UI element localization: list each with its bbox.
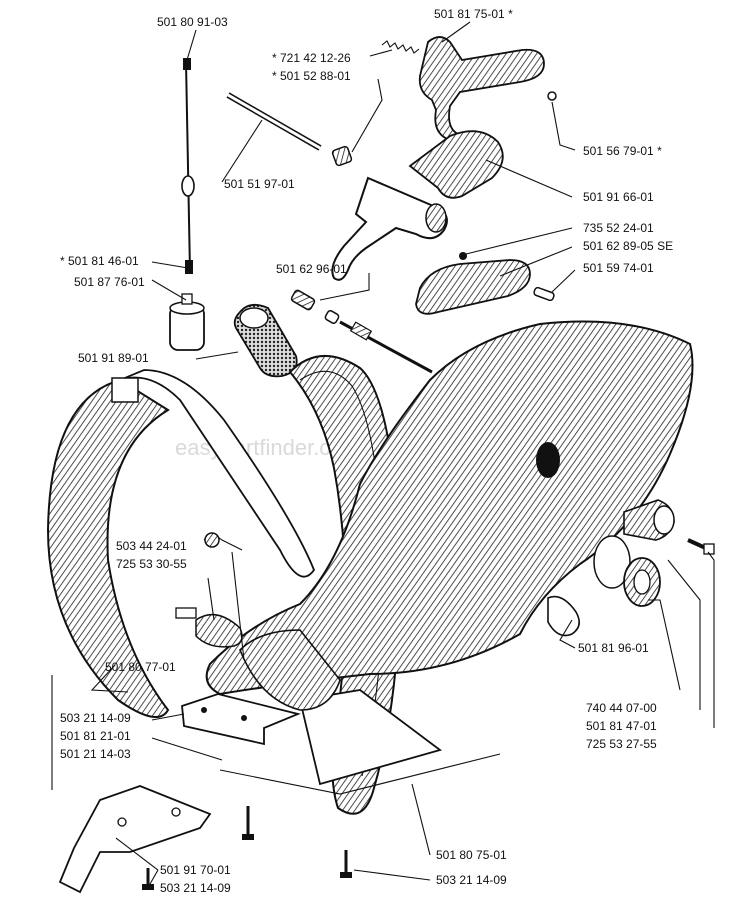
stop-rod-part bbox=[290, 289, 433, 374]
label-501-81-21-01: 501 81 21-01 bbox=[60, 729, 131, 743]
screw-mid-part bbox=[242, 806, 254, 840]
label-725-53-30-55: 725 53 30-55 bbox=[116, 557, 187, 571]
mount-bracket-part bbox=[181, 693, 301, 746]
part-number-labels: 501 80 91-03 501 81 75-01 * * 721 42 12-… bbox=[60, 7, 673, 895]
label-501-52-88-01: * 501 52 88-01 bbox=[272, 69, 351, 83]
label-501-62-96-01: 501 62 96-01 bbox=[276, 262, 347, 276]
bolt-left-part bbox=[175, 532, 243, 648]
bottom-plate-part bbox=[58, 785, 212, 894]
spring-part bbox=[381, 40, 420, 54]
filter-small-part bbox=[169, 293, 205, 351]
screw-bottom-right-part bbox=[340, 850, 352, 878]
bushing-part bbox=[233, 303, 298, 378]
label-503-21-14-09-c: 503 21 14-09 bbox=[436, 873, 507, 887]
throttle-cable-part bbox=[181, 58, 195, 274]
throttle-trigger-part bbox=[331, 130, 504, 281]
rear-handle-housing-part bbox=[205, 320, 694, 711]
label-501-81-46-01: * 501 81 46-01 bbox=[60, 254, 139, 268]
screw-small-part bbox=[459, 252, 467, 260]
pin-part bbox=[331, 145, 353, 167]
label-501-80-77-01: 501 80 77-01 bbox=[105, 660, 176, 674]
label-501-21-14-03: 501 21 14-03 bbox=[60, 747, 131, 761]
label-501-59-74-01: 501 59 74-01 bbox=[583, 261, 654, 275]
label-501-56-79-01: 501 56 79-01 * bbox=[583, 144, 662, 158]
label-503-21-14-09-a: 503 21 14-09 bbox=[60, 711, 131, 725]
label-721-42-12-26: * 721 42 12-26 bbox=[272, 51, 351, 65]
damper-ring-part bbox=[593, 535, 661, 607]
label-501-81-47-01: 501 81 47-01 bbox=[586, 719, 657, 733]
label-501-81-75-01: 501 81 75-01 * bbox=[434, 7, 513, 21]
label-501-62-89-05: 501 62 89-05 SE bbox=[583, 239, 673, 253]
label-501-51-97-01: 501 51 97-01 bbox=[224, 177, 295, 191]
label-501-91-66-01: 501 91 66-01 bbox=[583, 190, 654, 204]
label-501-91-89-01: 501 91 89-01 bbox=[78, 351, 149, 365]
handle-cover-part bbox=[415, 259, 531, 315]
leader-lines bbox=[51, 21, 715, 885]
label-501-81-96-01: 501 81 96-01 bbox=[578, 641, 649, 655]
throttle-rod-part bbox=[226, 92, 322, 151]
label-501-91-70-01: 501 91 70-01 bbox=[160, 863, 231, 877]
label-503-44-24-01: 503 44 24-01 bbox=[116, 539, 187, 553]
label-740-44-07-00: 740 44 07-00 bbox=[586, 701, 657, 715]
label-501-87-76-01: 501 87 76-01 bbox=[74, 275, 145, 289]
label-503-21-14-09-b: 503 21 14-09 bbox=[160, 881, 231, 895]
label-501-80-91-03: 501 80 91-03 bbox=[157, 15, 228, 29]
handle-bar-ring-part bbox=[46, 369, 316, 719]
label-725-53-27-55: 725 53 27-55 bbox=[586, 737, 657, 751]
vibration-damper-part bbox=[623, 499, 675, 541]
throttle-lockout-part bbox=[418, 36, 557, 142]
label-501-80-75-01: 501 80 75-01 bbox=[436, 848, 507, 862]
label-735-52-24-01: 735 52 24-01 bbox=[583, 221, 654, 235]
screw-bottom-left-part bbox=[142, 868, 154, 890]
bolt-right-part bbox=[687, 538, 715, 555]
roll-pin-part bbox=[533, 286, 555, 302]
